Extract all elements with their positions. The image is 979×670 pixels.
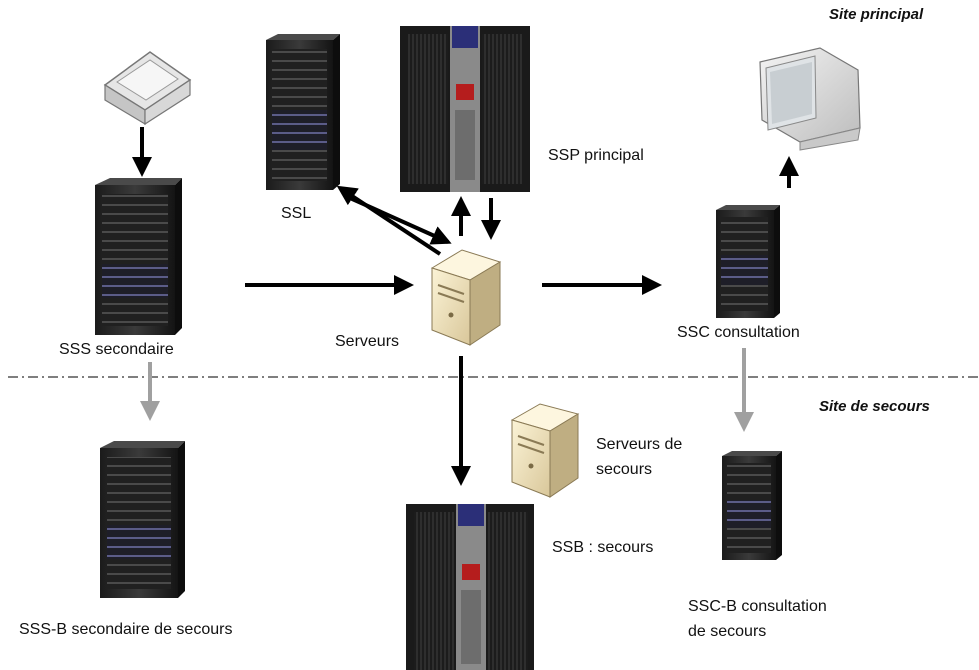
ssp-label: SSP principal	[548, 147, 644, 164]
site-secours-label: Site de secours	[819, 398, 930, 415]
site-principal-label: Site principal	[829, 6, 924, 23]
sscb-label-line2: de secours	[688, 623, 767, 640]
server-rack-icon	[100, 441, 185, 598]
ssc-label: SSC consultation	[677, 324, 800, 341]
server-rack-icon	[716, 205, 780, 318]
storage-cabinet-icon	[406, 504, 534, 670]
ssl-label: SSL	[281, 205, 312, 222]
sscb-label-line1: SSC-B consultation	[688, 598, 827, 615]
ssb-label: SSB : secours	[552, 539, 654, 556]
server-rack-icon	[95, 178, 182, 335]
arrow-serveurs-to-ssl	[336, 185, 442, 256]
tower-server-icon	[430, 249, 502, 346]
scanner-icon	[103, 51, 192, 126]
storage-cabinet-icon	[400, 26, 530, 192]
server-rack-icon	[266, 34, 340, 190]
server-rack-icon	[722, 451, 782, 560]
monitor-icon	[759, 47, 861, 151]
serveurs-label: Serveurs	[335, 333, 400, 350]
serveurs-secours-label-line2: secours	[596, 461, 653, 478]
sssb-label: SSS-B secondaire de secours	[19, 621, 233, 638]
sss-label: SSS secondaire	[59, 341, 174, 358]
tower-server-icon	[510, 403, 580, 498]
serveurs-secours-label-line1: Serveurs de	[596, 436, 683, 453]
